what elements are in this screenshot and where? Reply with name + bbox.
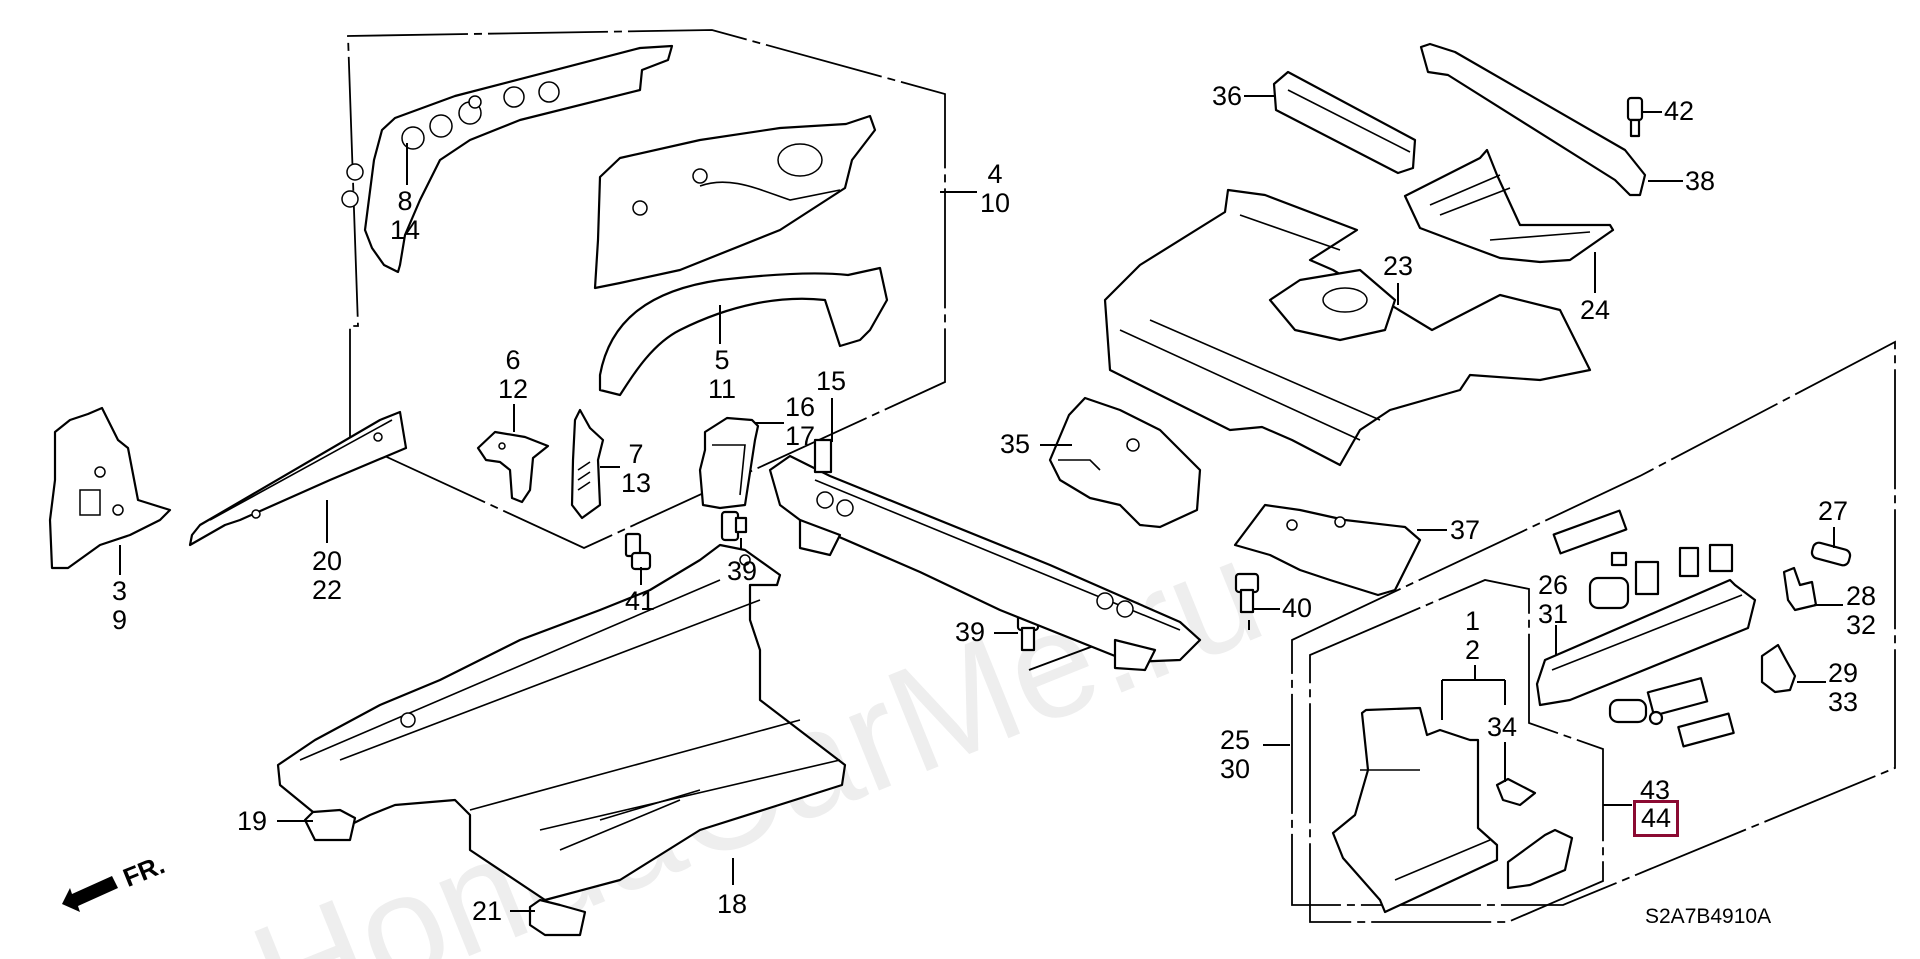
part-frame-rail-20 xyxy=(188,410,408,547)
group-outline-front-apron xyxy=(347,29,946,549)
part-front-upper-frame xyxy=(341,44,674,274)
part-bracket-6 xyxy=(476,430,550,504)
callout-27[interactable]: 27 xyxy=(1818,496,1849,526)
front-direction-indicator: FR. xyxy=(55,849,195,923)
part-clip-28 xyxy=(1782,566,1818,612)
arrow-left-icon xyxy=(62,876,118,912)
callout-38[interactable]: 38 xyxy=(1685,166,1716,196)
part-rail-36 xyxy=(1272,70,1417,175)
leader-1-2 xyxy=(1441,665,1506,720)
callout-42[interactable]: 42 xyxy=(1664,96,1695,126)
bolt-41 xyxy=(624,532,652,571)
callout-19[interactable]: 19 xyxy=(237,806,268,836)
part-gusset-7 xyxy=(570,408,605,520)
bolt-40 xyxy=(1234,572,1260,614)
part-front-outrigger-19 xyxy=(303,808,357,842)
callout-34[interactable]: 34 xyxy=(1487,712,1518,742)
callout-39a[interactable]: 39 xyxy=(727,556,758,586)
callout-24[interactable]: 24 xyxy=(1580,295,1611,325)
callout-15[interactable]: 15 xyxy=(816,366,847,396)
part-rear-crossbar-38 xyxy=(1419,42,1647,197)
callout-23[interactable]: 23 xyxy=(1383,251,1414,281)
part-clip-27 xyxy=(1810,541,1852,567)
callout-44-highlighted[interactable]: 44 xyxy=(1632,800,1680,837)
bolt-42 xyxy=(1626,96,1644,138)
part-clips-group xyxy=(1552,509,1735,748)
callout-37[interactable]: 37 xyxy=(1450,515,1481,545)
leader-40 xyxy=(1248,608,1280,630)
part-stiffener-43 xyxy=(1506,828,1574,890)
group-outline-inner-pillar xyxy=(1309,579,1604,923)
part-front-wheelhouse xyxy=(593,114,877,290)
callout-21[interactable]: 21 xyxy=(472,896,503,926)
part-clip-29 xyxy=(1760,643,1797,694)
part-bracket-16 xyxy=(698,416,760,510)
part-bracket-34 xyxy=(1495,777,1537,807)
part-rear-floor-23 xyxy=(1103,188,1592,467)
part-dash-side xyxy=(48,406,172,570)
callout-40[interactable]: 40 xyxy=(1282,593,1313,623)
part-spare-well-24 xyxy=(1403,148,1615,264)
part-front-floor xyxy=(276,543,847,902)
callout-35[interactable]: 35 xyxy=(1000,429,1031,459)
part-wheel-arch xyxy=(598,266,889,397)
group-outline-side-sill xyxy=(1291,340,1896,906)
part-bracket-37 xyxy=(1233,503,1422,597)
part-heat-shield-35 xyxy=(1048,396,1202,529)
callout-36[interactable]: 36 xyxy=(1212,81,1243,111)
callout-39b[interactable]: 39 xyxy=(955,617,986,647)
part-rear-outrigger-21 xyxy=(528,898,587,937)
bolt-39a xyxy=(720,510,748,542)
part-front-crossmember xyxy=(768,438,1202,672)
part-inner-pillar xyxy=(1331,706,1499,914)
diagram-code: S2A7B4910A xyxy=(1645,905,1772,928)
callout-41[interactable]: 41 xyxy=(625,586,656,616)
callout-18[interactable]: 18 xyxy=(717,889,748,919)
callout-43[interactable]: 43 xyxy=(1640,775,1671,805)
part-side-sill-26 xyxy=(1535,578,1757,707)
